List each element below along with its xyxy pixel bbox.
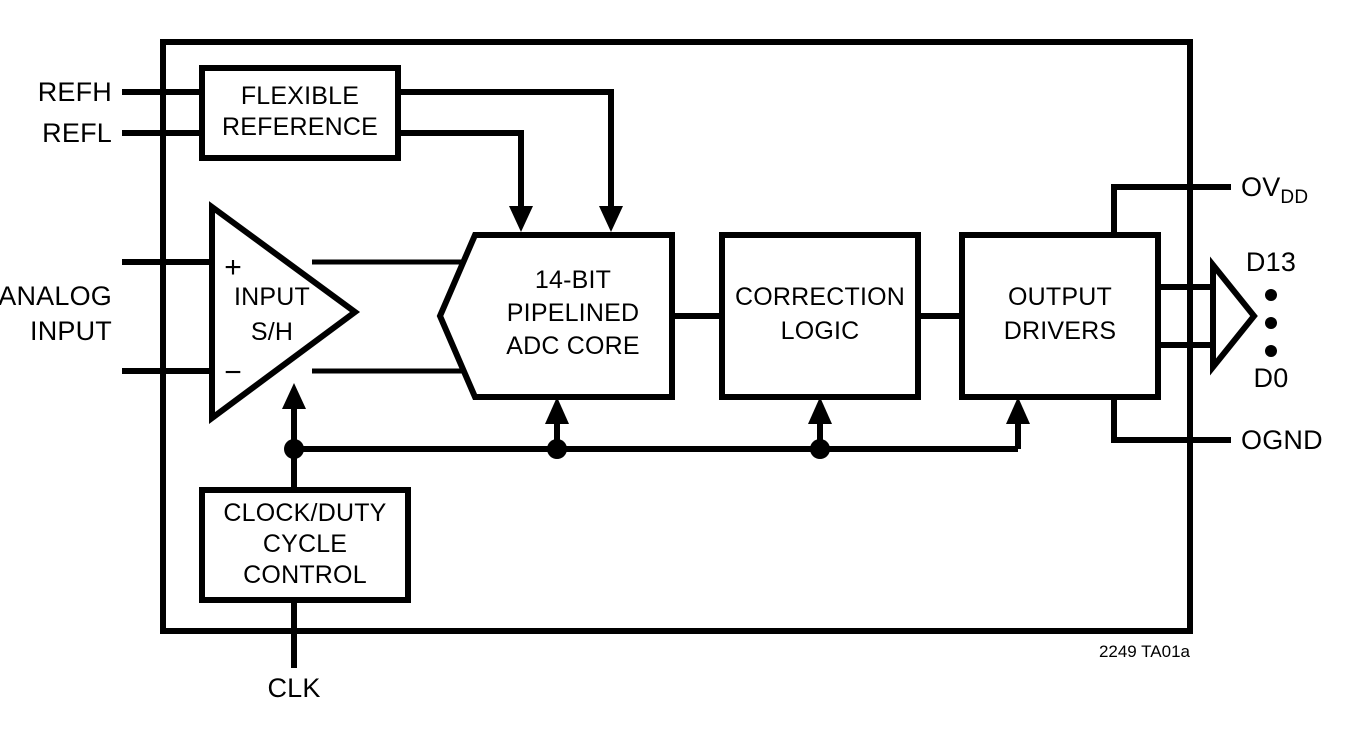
- block-adc-core-line-3: ADC CORE: [506, 332, 640, 360]
- block-clock-duty-cycle-control: [199, 487, 411, 603]
- wire-ognd: [1111, 397, 1231, 443]
- block-flexible-reference-line-1: FLEXIBLE: [241, 82, 359, 110]
- block-input-sh: [209, 201, 361, 424]
- input-sh-plus-sign: +: [224, 251, 242, 284]
- block-flexible-reference-line-2: REFERENCE: [222, 113, 378, 141]
- pin-label-ovdd-subscript: DD: [1280, 187, 1308, 208]
- block-correction-logic-line-2: LOGIC: [781, 317, 860, 345]
- pin-label-ovdd: OVDD: [1241, 172, 1308, 208]
- arrowhead-ref-upper: [599, 206, 623, 232]
- block-output-drivers-line-2: DRIVERS: [1004, 317, 1117, 345]
- arrowhead-clock-to-sh: [282, 383, 306, 409]
- block-input-sh-line-1: INPUT: [234, 283, 310, 311]
- block-correction-logic: [719, 232, 921, 400]
- arrowhead-clock-adc: [545, 397, 569, 424]
- pin-label-data-lsb: D0: [1254, 363, 1289, 393]
- block-clock-line-1: CLOCK/DUTY: [223, 499, 386, 527]
- diagram-caption: 2249 TA01a: [1099, 642, 1191, 661]
- pin-label-data-msb: D13: [1246, 247, 1296, 277]
- input-sh-minus-sign: −: [224, 356, 242, 389]
- pin-label-ovdd-main: OV: [1241, 172, 1280, 202]
- block-adc-core-line-2: PIPELINED: [507, 299, 639, 327]
- wire-ref-out-upper: [398, 89, 614, 212]
- block-correction-logic-line-1: CORRECTION: [735, 283, 905, 311]
- block-flexible-reference: [199, 65, 401, 161]
- arrowhead-clock-correction: [808, 397, 832, 424]
- pin-label-refl: REFL: [42, 118, 112, 148]
- ellipsis-dot-3: [1265, 345, 1277, 357]
- pin-label-analog-input-line-1: ANALOG: [0, 281, 112, 311]
- junction-dot-clock-adc: [547, 439, 567, 459]
- pin-label-ognd: OGND: [1241, 425, 1323, 455]
- junction-dot-clock-correction: [810, 439, 830, 459]
- block-clock-line-2: CYCLE: [263, 530, 347, 558]
- block-output-drivers-line-1: OUTPUT: [1008, 283, 1112, 311]
- pin-label-clk: CLK: [267, 673, 320, 703]
- data-bus-arrow-icon: [1210, 256, 1258, 376]
- wire-ovdd: [1111, 184, 1231, 235]
- ellipsis-dot-1: [1265, 289, 1277, 301]
- arrowhead-clock-drivers: [1006, 397, 1030, 424]
- block-output-drivers: [959, 232, 1161, 400]
- wire-ref-out-lower: [398, 130, 524, 212]
- pin-label-refh: REFH: [38, 77, 112, 107]
- pin-label-analog-input-line-2: INPUT: [30, 316, 112, 346]
- block-adc-core-line-1: 14-BIT: [535, 266, 611, 294]
- arrowhead-ref-lower: [509, 206, 533, 232]
- block-input-sh-line-2: S/H: [251, 318, 293, 346]
- block-adc-core: [436, 232, 675, 400]
- junction-dot-clock-sh: [284, 439, 304, 459]
- ellipsis-dot-2: [1265, 317, 1277, 329]
- block-clock-line-3: CONTROL: [243, 561, 367, 589]
